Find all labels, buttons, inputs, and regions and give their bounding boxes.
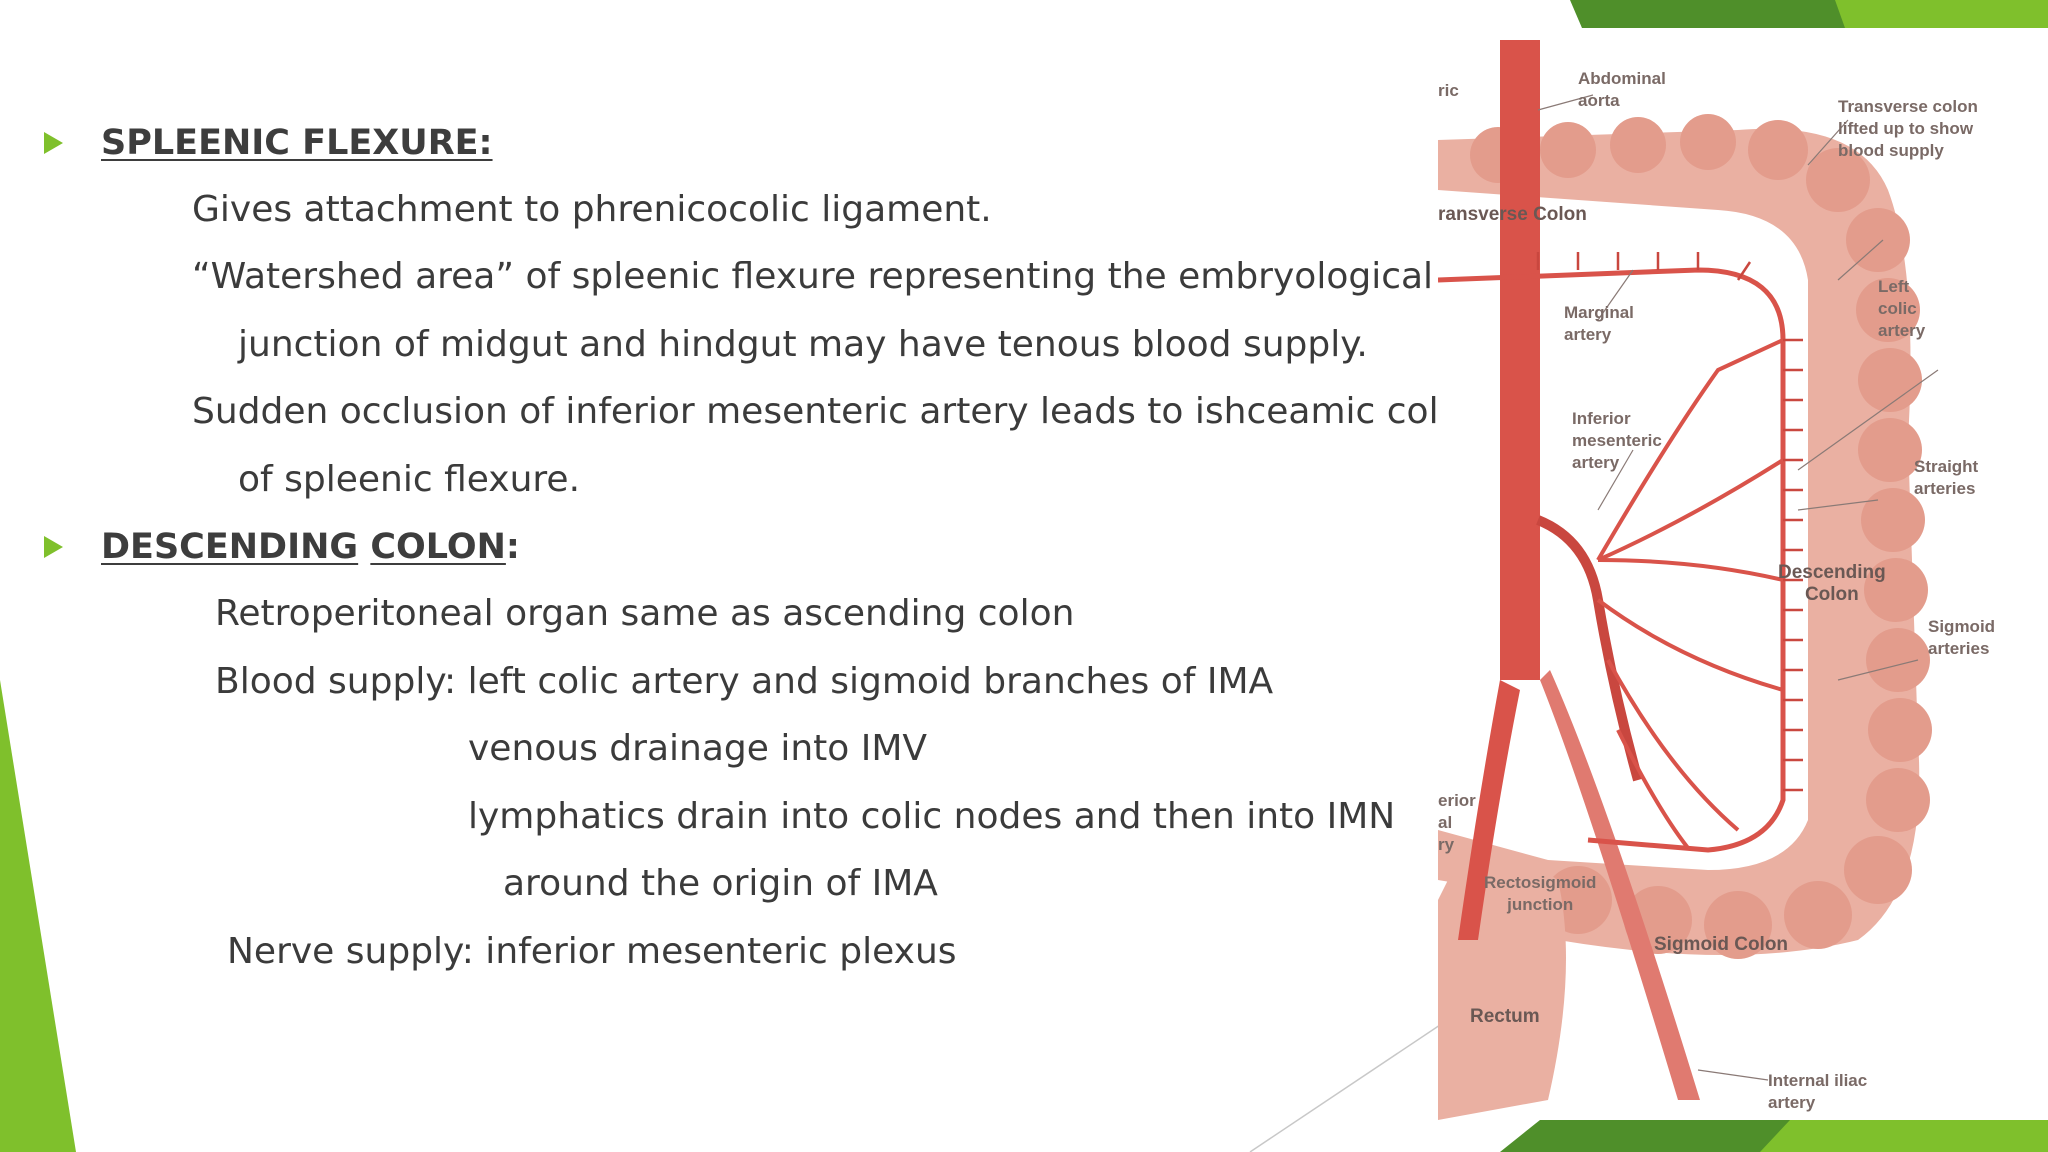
- body-line: Retroperitoneal organ same as ascending …: [215, 593, 1075, 634]
- body-line: junction of midgut and hindgut may have …: [238, 324, 1368, 365]
- body-line: Gives attachment to phrenicocolic ligame…: [192, 189, 992, 230]
- label-edge-top: ric: [1438, 81, 1459, 100]
- label-rectum: Rectum: [1470, 1006, 1540, 1027]
- label-left-colic-artery: Left colic artery: [1878, 277, 1926, 340]
- bottom-right-accent-light: [1760, 1120, 2048, 1152]
- label-transverse-lifted: Transverse colon lifted up to show blood…: [1838, 97, 1978, 160]
- body-line: venous drainage into IMV: [468, 728, 928, 769]
- triangle-bullet-icon: [44, 132, 63, 154]
- heading-text: SPLEENIC FLEXURE:: [101, 123, 493, 163]
- label-abdominal-aorta: Abdominal aorta: [1578, 69, 1666, 110]
- inferior-mesenteric-artery: [1536, 515, 1643, 782]
- colon-blood-supply-figure: ric Abdominal aorta Transverse colon lif…: [1438, 40, 2048, 1120]
- abdominal-aorta: [1500, 40, 1540, 680]
- top-right-accent-light: [1835, 0, 2048, 28]
- label-marginal-artery: Marginal artery: [1564, 303, 1634, 344]
- left-accent-stripe: [0, 680, 76, 1152]
- body-line: Nerve supply: inferior mesenteric plexus: [227, 931, 957, 972]
- iliac-right: [1540, 670, 1700, 1100]
- label-internal-iliac-artery: Internal iliac artery: [1768, 1071, 1868, 1112]
- leader-lines: [1537, 94, 1939, 1081]
- body-line: “Watershed area” of spleenic flexure rep…: [192, 256, 1434, 297]
- label-transverse-colon: ransverse Colon: [1438, 204, 1587, 225]
- divider-line: [1249, 1024, 1441, 1152]
- triangle-bullet-icon: [44, 536, 63, 558]
- body-line: Blood supply: left colic artery and sigm…: [215, 661, 1274, 702]
- label-inferior-mesenteric-artery: Inferior mesenteric artery: [1572, 409, 1662, 472]
- straight-arteries: [1536, 252, 1803, 792]
- colon-illustration: [1438, 40, 1939, 1120]
- heading-text-part1: DESCENDING: [101, 527, 359, 567]
- label-edge-left: erior al ry: [1438, 791, 1476, 854]
- heading-descending-colon: DESCENDING COLON:: [44, 522, 520, 572]
- label-sigmoid-colon: Sigmoid Colon: [1654, 934, 1789, 955]
- heading-colon: :: [505, 527, 520, 567]
- body-line: of spleenic flexure.: [238, 459, 581, 500]
- label-sigmoid-arteries: Sigmoid arteries: [1928, 617, 1996, 658]
- iliac-left: [1458, 680, 1520, 940]
- artery-branches: [1596, 338, 1785, 850]
- label-descending-colon: Descending Colon: [1778, 562, 1886, 605]
- label-rectosigmoid-junction: Rectosigmoid junction: [1484, 873, 1597, 914]
- label-straight-arteries: Straight arteries: [1914, 457, 1979, 498]
- body-line: Sudden occlusion of inferior mesenteric …: [192, 391, 1492, 432]
- body-line: lymphatics drain into colic nodes and th…: [468, 796, 1396, 837]
- heading-text-part2: COLON: [370, 527, 506, 567]
- heading-spleenic-flexure: SPLEENIC FLEXURE:: [44, 118, 493, 168]
- body-line: around the origin of IMA: [503, 863, 938, 904]
